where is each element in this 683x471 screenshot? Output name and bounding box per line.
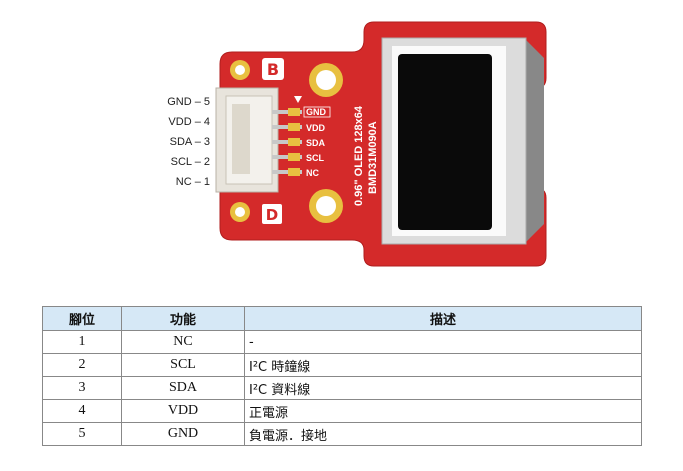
pcb-side-letter: D	[266, 206, 278, 224]
oled-display	[381, 37, 544, 245]
cell-description: I²C 時鐘線	[244, 353, 642, 377]
cell-pin: 5	[42, 422, 122, 446]
cell-description: 正電源	[244, 399, 642, 423]
pin-label-nc: NC – 1	[175, 176, 210, 188]
table-row: 2 SCL I²C 時鐘線	[42, 353, 642, 377]
pin-label-scl: SCL – 2	[170, 156, 210, 168]
cell-function: VDD	[121, 399, 245, 423]
cell-function: GND	[121, 422, 245, 446]
table-header-row: 腳位 功能 描述	[42, 306, 642, 331]
header-description: 描述	[244, 306, 642, 331]
mounting-hole	[230, 60, 250, 80]
brand-logo-letter: B	[267, 60, 279, 79]
header-pin: 腳位	[42, 306, 122, 331]
pcb-side-badge: D	[262, 204, 282, 224]
cell-function: SCL	[121, 353, 245, 377]
pad-label: NC	[306, 168, 319, 178]
mounting-hole	[309, 189, 343, 223]
cell-pin: 4	[42, 399, 122, 423]
pad-label: VDD	[306, 123, 326, 133]
model-line-1: 0.96" OLED 128x64	[353, 105, 365, 206]
connector-header	[215, 87, 279, 193]
model-line-2: BMD31M090A	[367, 121, 379, 194]
pin-label-vdd: VDD – 4	[168, 116, 210, 128]
pin-pads	[272, 96, 302, 176]
pad-label: GND	[306, 107, 327, 117]
oled-screen	[398, 54, 492, 230]
cell-function: SDA	[121, 376, 245, 400]
header-function: 功能	[121, 306, 245, 331]
table-row: 3 SDA I²C 資料線	[42, 376, 642, 400]
oled-module-board: B D GND VDD SDA SCL NC 0.96" OLED 128x64…	[215, 21, 547, 267]
table-row: 1 NC -	[42, 330, 642, 354]
pad-label: SCL	[306, 153, 325, 163]
cell-description: -	[244, 330, 642, 354]
pin-function-table: 腳位 功能 描述 1 NC - 2 SCL I²C 時鐘線 3 SDA I²C …	[42, 306, 642, 446]
cell-pin: 3	[42, 376, 122, 400]
mounting-hole	[230, 202, 250, 222]
cell-description: 負電源．接地	[244, 422, 642, 446]
pad-labels: GND VDD SDA SCL NC	[303, 106, 331, 178]
pad-label: SDA	[306, 138, 326, 148]
pin-label-gnd: GND – 5	[167, 96, 210, 108]
table-row: 5 GND 負電源．接地	[42, 422, 642, 446]
cell-function: NC	[121, 330, 245, 354]
table-row: 4 VDD 正電源	[42, 399, 642, 423]
cell-pin: 2	[42, 353, 122, 377]
model-text: 0.96" OLED 128x64 BMD31M090A	[353, 105, 379, 206]
cell-description: I²C 資料線	[244, 376, 642, 400]
mounting-hole	[309, 63, 343, 97]
cell-pin: 1	[42, 330, 122, 354]
pin-label-sda: SDA – 3	[169, 136, 210, 148]
brand-logo: B	[262, 58, 284, 80]
